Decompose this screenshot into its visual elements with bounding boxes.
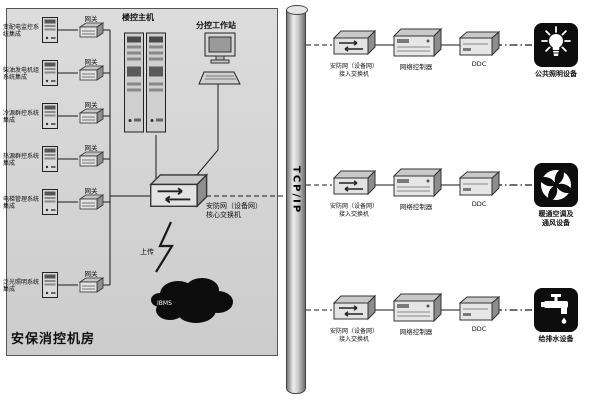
device-label: 给排水设备 [520, 335, 592, 344]
ibms-cloud-icon [148, 268, 240, 330]
tcpip-pipe [286, 5, 308, 394]
access-switch-label: 安防网（设备网） 接入交换机 [323, 63, 385, 80]
access-switch-icon [332, 29, 376, 61]
access-switch-label-line1: 安防网（设备网） [329, 63, 378, 70]
integration-label: 变配电监控系统集成 [3, 23, 40, 39]
network-controller-label: 网络控制器 [399, 203, 433, 211]
host-tower-icon [124, 30, 144, 135]
access-switch-label-line2: 接入交换机 [338, 336, 369, 344]
server-icon [42, 272, 58, 298]
gateway-label: 网关 [84, 144, 98, 152]
workstation-label: 分控工作站 [196, 21, 236, 30]
device-label-line1: 给排水设备 [538, 335, 574, 343]
device-label: 公共照明设备 [520, 70, 592, 79]
network-controller-label: 网络控制器 [399, 63, 433, 71]
gateway-box-icon [78, 65, 104, 81]
access-switch-label: 安防网（设备网） 接入交换机 [323, 203, 385, 220]
access-switch-icon [332, 294, 376, 326]
core-switch-label: 安防网（设备网） 核心交换机 [206, 202, 276, 221]
gateway-label: 网关 [84, 101, 98, 109]
gateway-box-icon [78, 108, 104, 124]
ddc-label: DDC [471, 60, 487, 68]
device-tile [534, 288, 578, 332]
device-label-line1: 公共照明设备 [535, 70, 577, 78]
gateway-label: 网关 [84, 58, 98, 66]
integration-label: 电梯管理系统集成 [3, 195, 40, 211]
device-tile [534, 163, 578, 207]
device-label-line1: 暖通空调及 [538, 210, 574, 218]
access-switch-label-line2: 接入交换机 [338, 211, 369, 219]
gateway-box-icon [78, 22, 104, 38]
tcpip-label: TCP/IP [290, 165, 302, 215]
server-icon [42, 103, 58, 129]
server-icon [42, 17, 58, 43]
host-tower-icon [146, 30, 166, 135]
fan-icon [536, 165, 576, 205]
gateway-box-icon [78, 277, 104, 293]
gateway-label: 网关 [84, 187, 98, 195]
access-switch-label-line1: 安防网（设备网） [329, 203, 378, 210]
device-label: 暖通空调及 通风设备 [520, 210, 592, 228]
gateway-box-icon [78, 151, 104, 167]
server-icon [42, 60, 58, 86]
network-controller-icon [392, 27, 442, 59]
core-switch-label-line2: 核心交换机 [206, 211, 241, 220]
network-controller-label: 网络控制器 [399, 328, 433, 336]
integration-label: 柴油发电机组系统集成 [3, 66, 40, 82]
bulb-icon [536, 25, 576, 65]
ddc-icon [458, 170, 500, 198]
upload-label: 上传 [140, 248, 154, 256]
ddc-label: DDC [471, 325, 487, 333]
network-controller-icon [392, 292, 442, 324]
gateway-label: 网关 [84, 270, 98, 278]
gateway-box-icon [78, 194, 104, 210]
room-title: 安保消控机房 [11, 332, 96, 347]
server-icon [42, 189, 58, 215]
ddc-icon [458, 30, 500, 58]
ddc-label: DDC [471, 200, 487, 208]
device-tile [534, 23, 578, 67]
core-switch-label-line1: 安防网（设备网） [206, 202, 262, 210]
access-switch-label-line2: 接入交换机 [338, 71, 369, 79]
access-switch-icon [332, 169, 376, 201]
workstation-icon [198, 32, 242, 98]
device-label-line2: 通风设备 [542, 219, 570, 228]
integration-label: 泛光照明系统集成 [3, 278, 40, 294]
ibms-label: IBMS [157, 300, 172, 307]
core-switch-icon [148, 172, 208, 216]
building-host-label: 楼控主机 [122, 13, 154, 22]
integration-label: 冷源群控系统集成 [3, 109, 40, 125]
network-controller-icon [392, 167, 442, 199]
server-icon [42, 146, 58, 172]
ddc-icon [458, 295, 500, 323]
access-switch-label: 安防网（设备网） 接入交换机 [323, 328, 385, 345]
faucet-icon [536, 290, 576, 330]
integration-label: 热源群控系统集成 [3, 152, 40, 168]
gateway-label: 网关 [84, 15, 98, 23]
access-switch-label-line1: 安防网（设备网） [329, 328, 378, 335]
